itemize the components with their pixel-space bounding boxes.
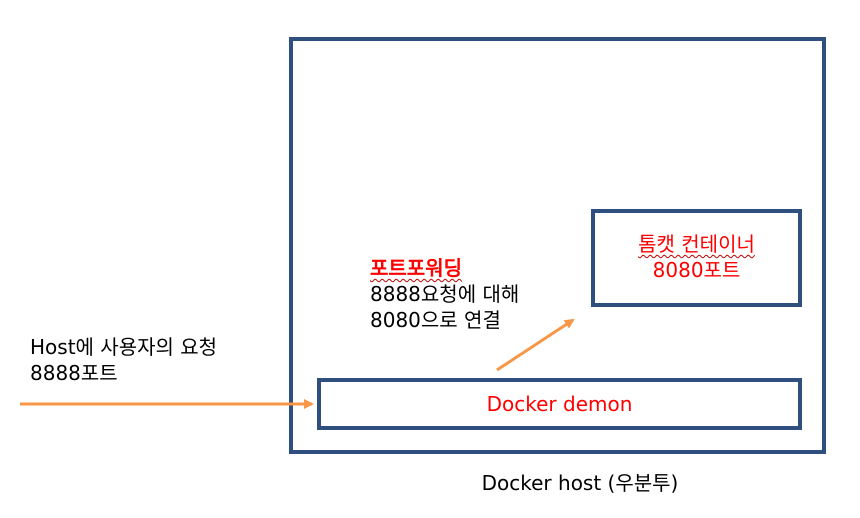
host-request-line2: 8888포트 xyxy=(30,361,118,385)
tomcat-container-line2: 8080포트 xyxy=(652,258,741,282)
port-forward-arrow xyxy=(496,318,575,372)
port-forwarding-label: 포트포워딩 8888요청에 대해 8080으로 연결 xyxy=(370,255,519,333)
docker-host-label: Docker host (우분투) xyxy=(481,471,679,495)
tomcat-container-box xyxy=(591,209,802,307)
docker-host-box xyxy=(289,37,826,454)
tomcat-container-name: 톰캣 컨테이너 xyxy=(638,232,755,256)
host-request-label: Host에 사용자의 요청 8888포트 xyxy=(30,334,217,386)
tomcat-container-label: 톰캣 컨테이너 8080포트 xyxy=(593,231,800,283)
tomcat-container-line1: 톰캣 컨테이너 xyxy=(593,231,800,257)
docker-daemon-box xyxy=(317,378,802,430)
docker-daemon-label: Docker demon xyxy=(486,392,633,416)
port-forwarding-line1: 8888요청에 대해 xyxy=(370,282,520,306)
port-forwarding-line2: 8080으로 연결 xyxy=(370,308,501,332)
host-request-line1: Host에 사용자의 요청 xyxy=(30,335,218,359)
port-forwarding-title: 포트포워딩 xyxy=(370,256,462,280)
